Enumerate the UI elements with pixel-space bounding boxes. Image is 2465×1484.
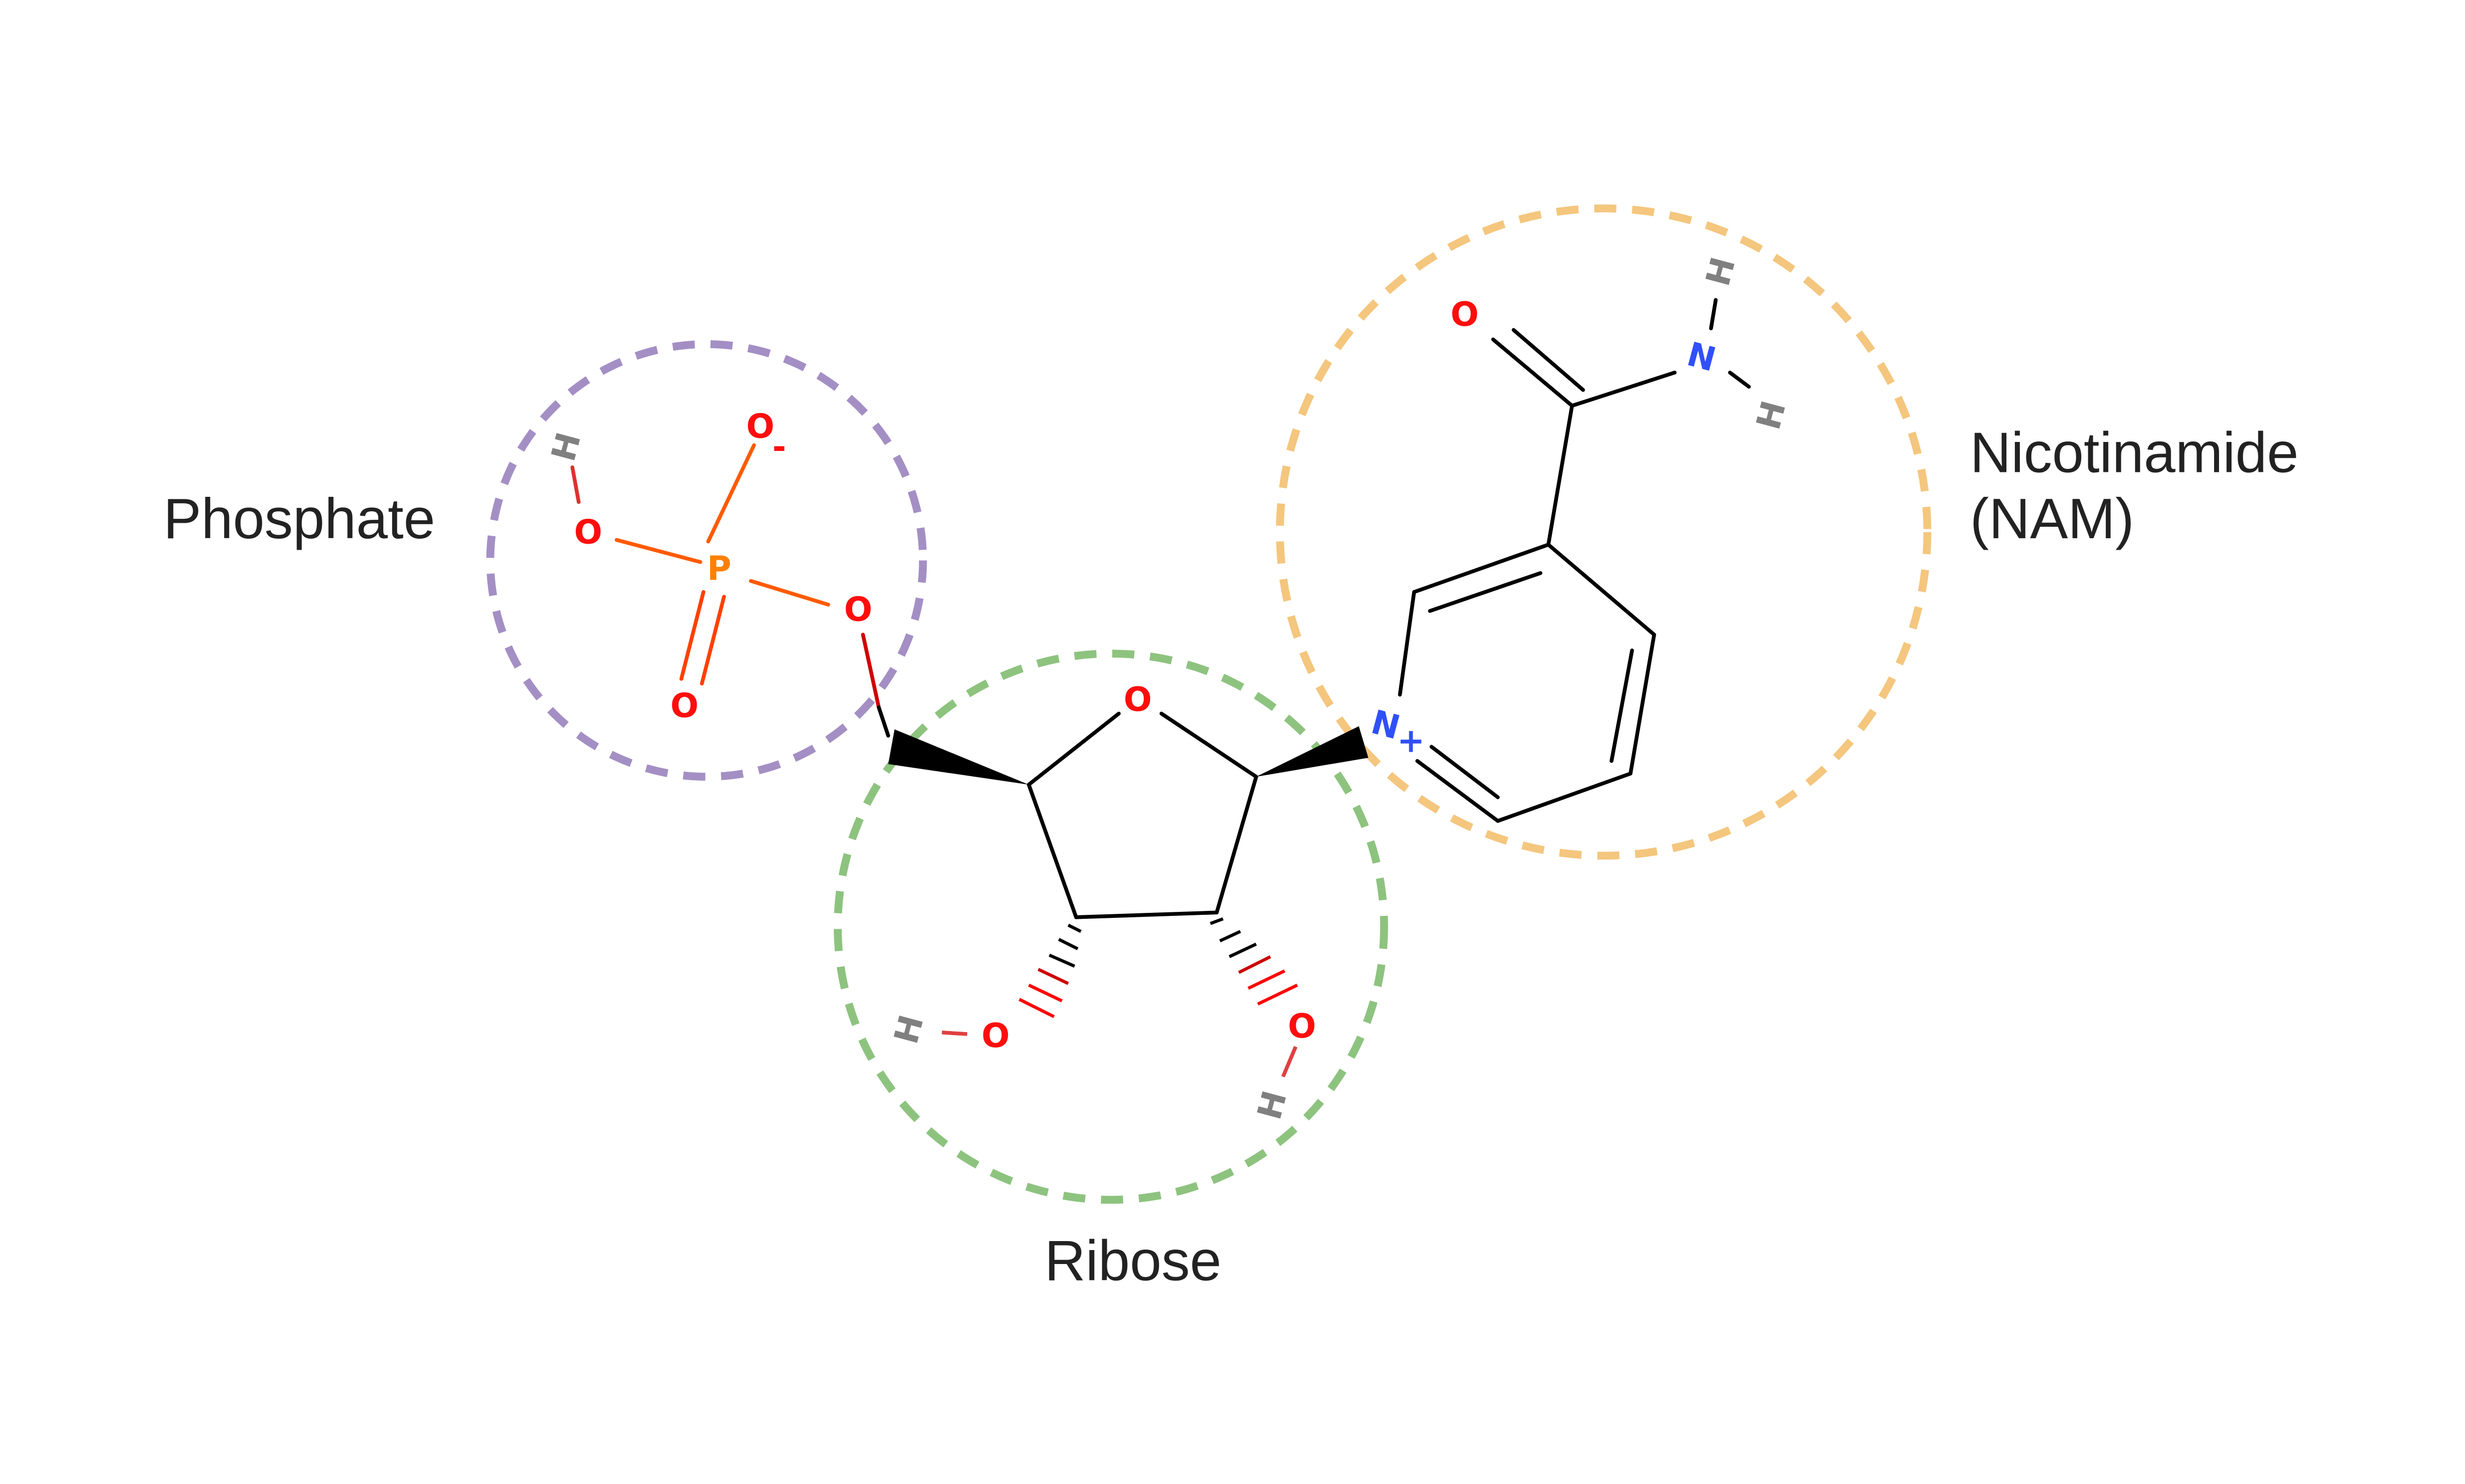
atom-h-amide-top: H	[1698, 253, 1743, 290]
phosphate-bonds	[570, 443, 890, 738]
atom-o-ester: O	[844, 590, 873, 629]
phosphate-group-circle	[486, 340, 927, 781]
atom-o-carbonyl: O	[1451, 295, 1479, 334]
atom-h-phosphate: H	[544, 428, 589, 465]
nicotinamide-group-circle	[1276, 204, 1932, 860]
phosphate-label: Phosphate	[163, 487, 435, 551]
atom-o-anion: O	[746, 407, 774, 446]
atom-n-amide: N	[1683, 334, 1720, 379]
atom-o-c3: O	[982, 1016, 1010, 1055]
ribose-group-circle	[833, 649, 1388, 1204]
ribose-label: Ribose	[1044, 1230, 1222, 1293]
nicotinamide-bonds	[1398, 298, 1751, 823]
hashed-bond-c3	[1018, 923, 1082, 1019]
atom-h-c2: H	[1249, 1086, 1294, 1123]
atom-o-double: O	[671, 686, 699, 725]
nicotinamide-abbrev-label: (NAM)	[1970, 487, 2134, 551]
ribose-bonds	[888, 711, 1369, 1077]
charge-negative: -	[772, 427, 786, 466]
atom-h-amide-right: H	[1748, 397, 1793, 433]
atom-phosphorus: P	[707, 549, 732, 588]
nicotinamide-label: Nicotinamide	[1970, 421, 2299, 484]
hashed-bond-c2	[1210, 917, 1298, 1006]
atom-o-c2: O	[1288, 1007, 1316, 1046]
atom-h-c3: H	[886, 1011, 931, 1048]
charge-positive: +	[1397, 721, 1425, 760]
atom-o-ring: O	[1124, 680, 1152, 719]
atom-o-hydroxyl: O	[574, 513, 602, 552]
